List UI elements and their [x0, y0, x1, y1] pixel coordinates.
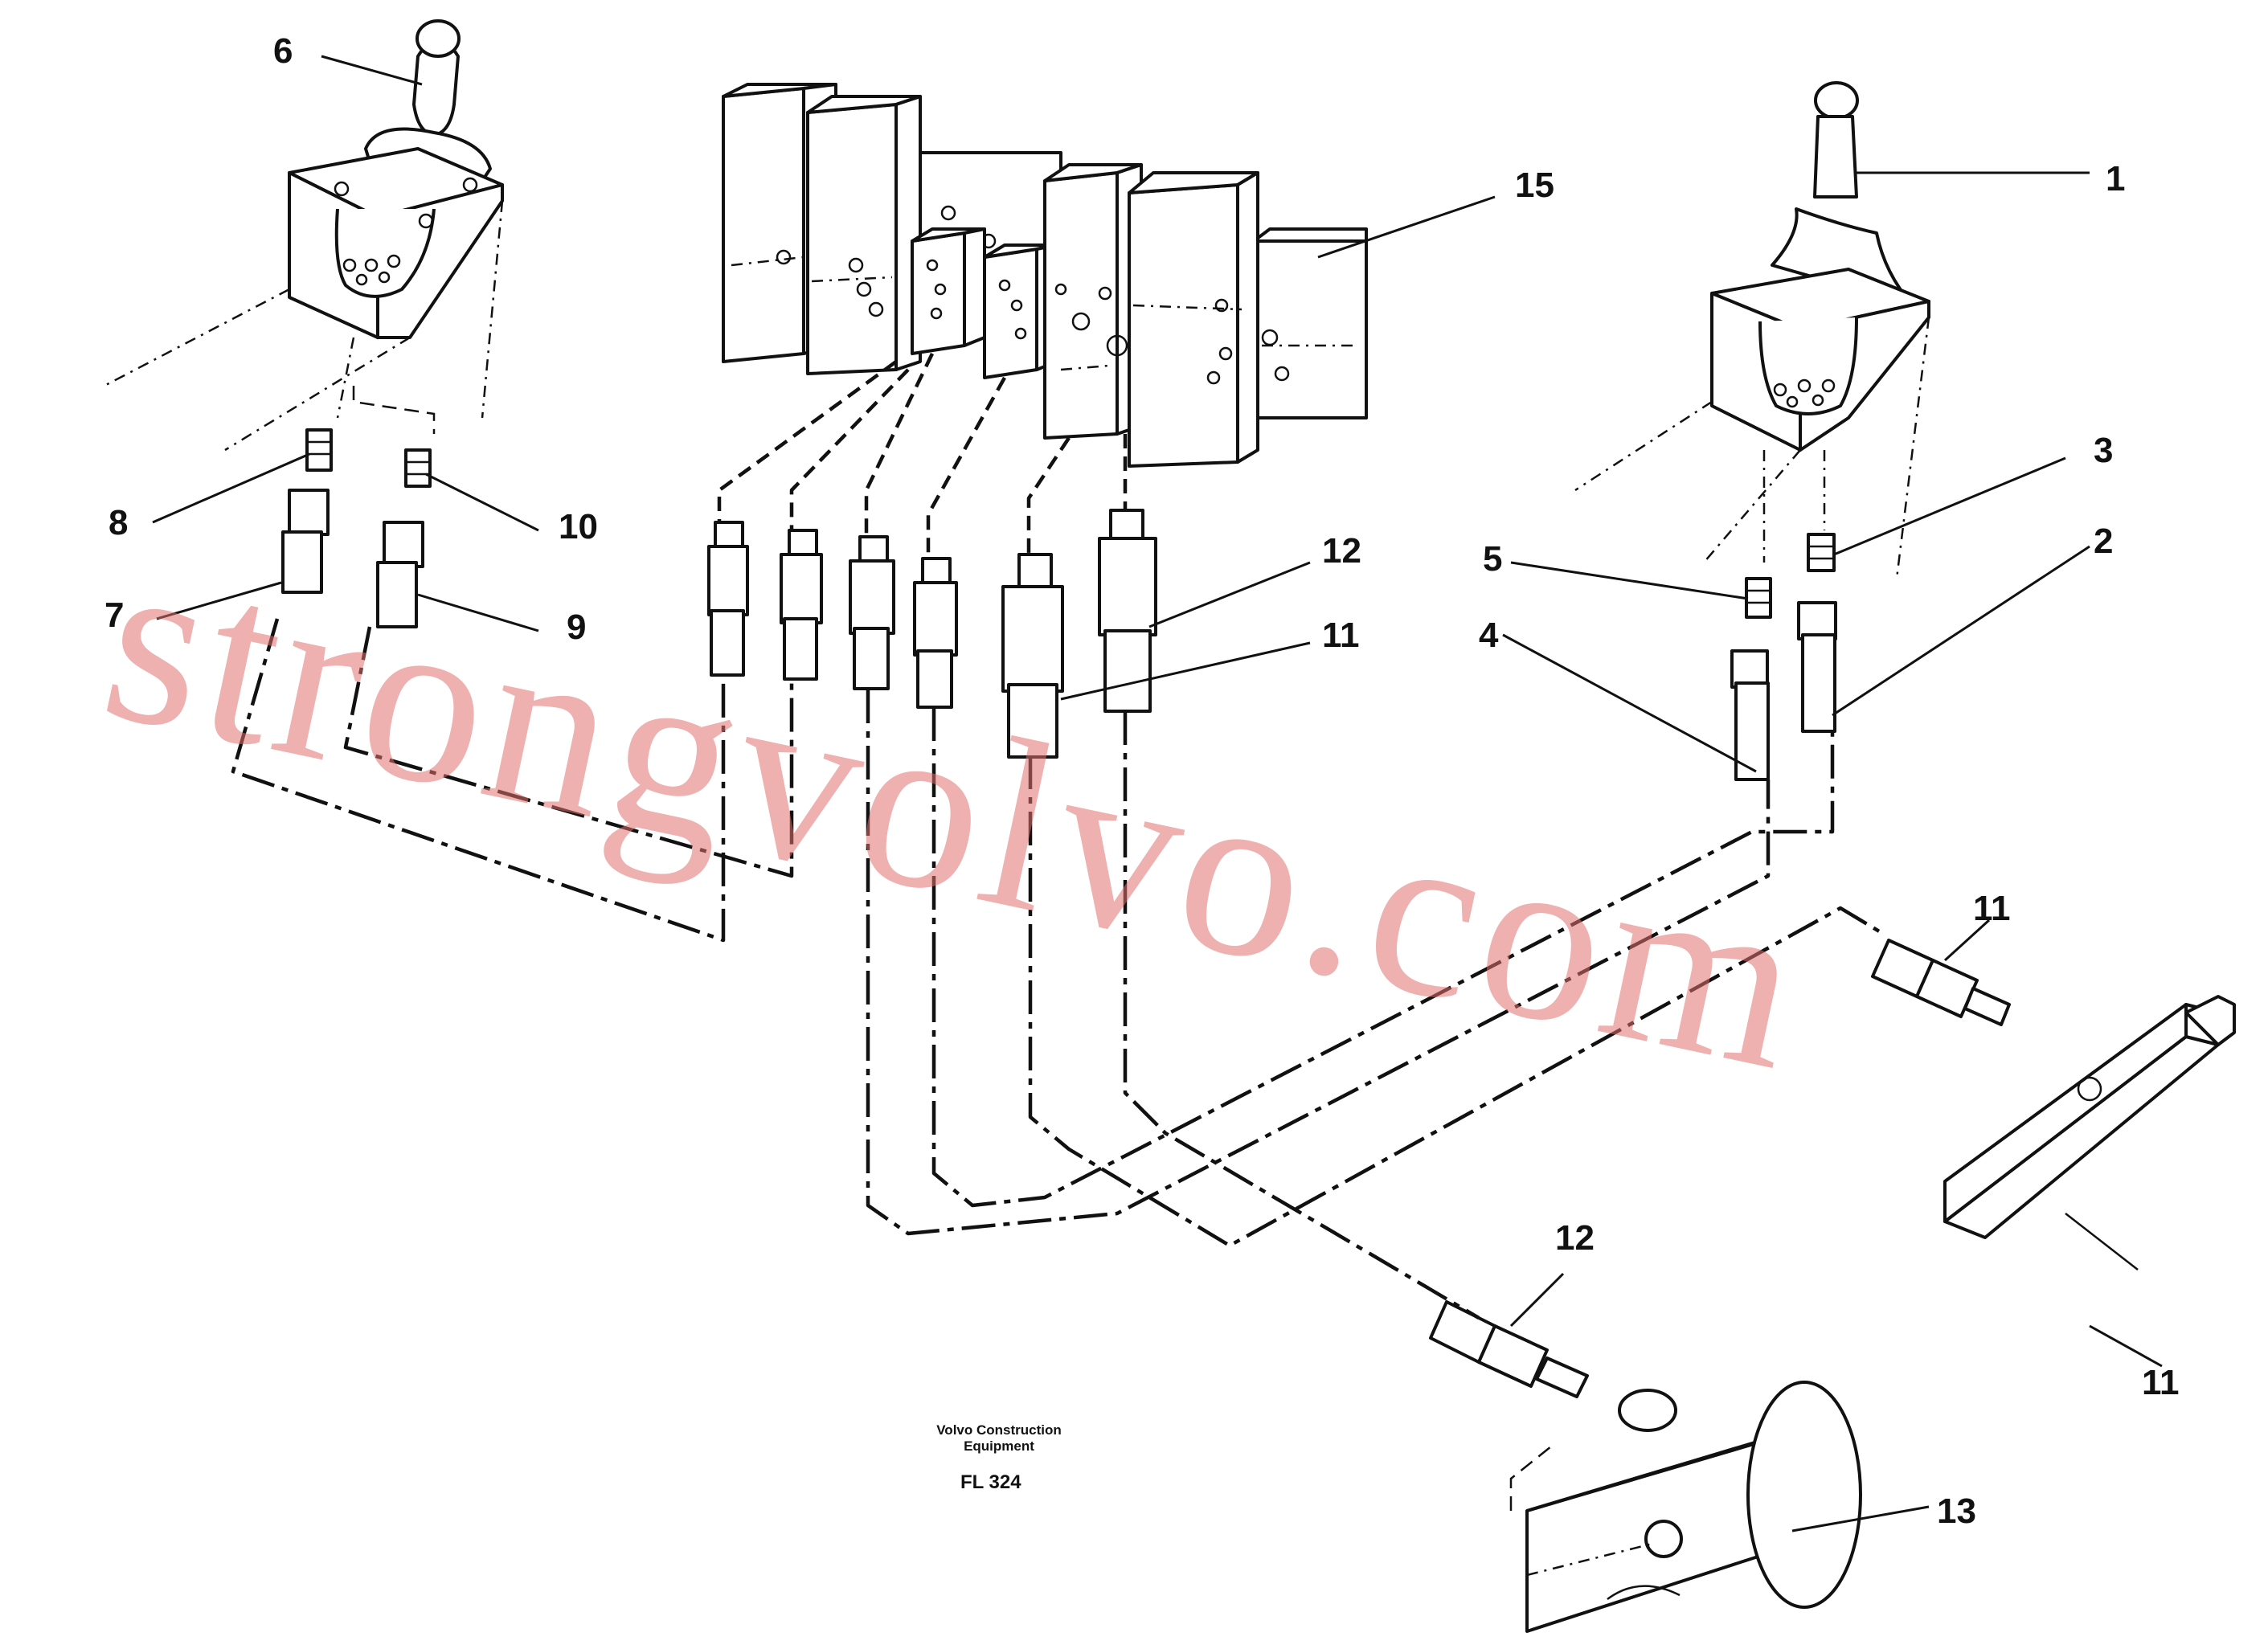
fitting-center-2 — [780, 529, 823, 681]
adapter-5 — [1745, 577, 1772, 619]
fitting-center-1 — [707, 521, 749, 677]
adapter-10 — [404, 448, 432, 488]
cylinder-upper-right — [1943, 995, 2236, 1271]
fitting-center-3 — [849, 535, 895, 690]
callout-11-a: 11 — [1322, 616, 1360, 655]
adapter-8 — [305, 428, 333, 472]
callout-4: 4 — [1479, 616, 1499, 655]
callout-5: 5 — [1483, 539, 1502, 579]
callouts: 6 15 1 3 2 5 4 8 7 10 9 12 11 11 11 12 1… — [104, 31, 2180, 1531]
footer: Volvo Construction Equipment FL 324 — [936, 1422, 1062, 1493]
callout-3: 3 — [2094, 431, 2113, 470]
callout-9: 9 — [567, 608, 586, 647]
control-valve-block — [722, 83, 1368, 468]
footer-line-1: Volvo Construction — [936, 1422, 1062, 1438]
fitting-12-lower — [1429, 1300, 1589, 1398]
nipple-9 — [376, 521, 424, 628]
callout-11-b: 11 — [1973, 889, 2011, 928]
fitting-11-cylinder — [1871, 939, 2011, 1026]
hoses — [231, 353, 1882, 1320]
nipple-4 — [1730, 649, 1770, 781]
callout-7: 7 — [104, 595, 124, 635]
callout-15: 15 — [1515, 166, 1554, 205]
callout-10: 10 — [559, 507, 598, 546]
right-joystick — [1574, 81, 1930, 579]
nipple-2 — [1797, 601, 1837, 733]
callout-12-a: 12 — [1322, 531, 1361, 571]
callout-8: 8 — [108, 503, 128, 542]
fitting-12-center — [1098, 509, 1157, 713]
callout-13: 13 — [1937, 1491, 1976, 1531]
footer-line-2: Equipment — [964, 1438, 1034, 1454]
leader-lines — [152, 55, 2163, 1532]
hose-fittings — [281, 428, 2011, 1398]
callout-2: 2 — [2094, 522, 2113, 561]
callout-1: 1 — [2106, 159, 2125, 198]
fitting-center-4 — [913, 557, 958, 709]
callout-6: 6 — [273, 31, 293, 71]
footer-code: FL 324 — [960, 1471, 1021, 1493]
left-joystick — [104, 19, 504, 452]
callout-11-c: 11 — [2142, 1363, 2180, 1402]
fitting-11-center — [1001, 553, 1064, 759]
cylinder-lower — [1509, 1381, 1862, 1633]
nipple-7 — [281, 489, 330, 594]
callout-12-b: 12 — [1555, 1218, 1595, 1258]
adapter-3 — [1807, 533, 1836, 572]
